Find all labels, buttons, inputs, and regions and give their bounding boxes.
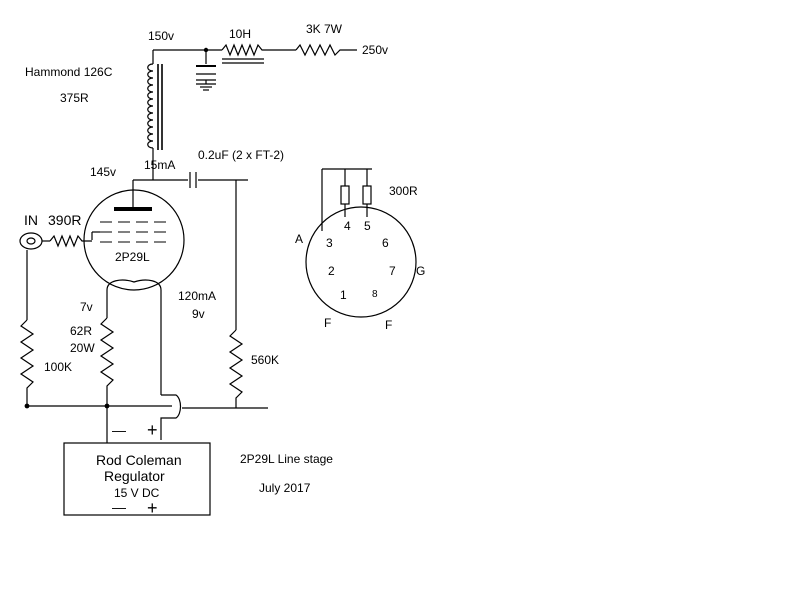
- pin-number-4: 4: [344, 219, 351, 233]
- junction-dot: [24, 403, 30, 409]
- resistor-3k-7w: [295, 43, 357, 57]
- label-b-plus-150v: 150v: [148, 29, 174, 43]
- diagram-title: 2P29L Line stage: [240, 452, 333, 466]
- resistor-100k: [19, 319, 35, 406]
- tube-filament: [106, 279, 162, 291]
- label-plate-voltage: 145v: [90, 165, 116, 179]
- resistor-560k: [228, 329, 244, 408]
- regulator-plus-top: +: [147, 420, 158, 440]
- resistor-390r: [49, 234, 92, 248]
- diagram-date: July 2017: [259, 481, 311, 495]
- label-input: IN: [24, 212, 38, 228]
- ground-symbol: [196, 83, 216, 91]
- regulator-name-line1: Rod Coleman: [96, 452, 182, 468]
- regulator-voltage: 15 V DC: [114, 486, 160, 500]
- label-dropping-res: 62R: [70, 324, 92, 338]
- tube-2p29l: [83, 189, 185, 291]
- plate-node: [132, 172, 248, 330]
- label-grid-leak: 100K: [44, 360, 72, 374]
- pin-number-2: 2: [328, 264, 335, 278]
- pin-resistor-a: [340, 185, 350, 205]
- pin-number-3: 3: [326, 236, 333, 250]
- label-choke-10h: 10H: [229, 27, 251, 41]
- label-grid-stopper: 390R: [48, 212, 81, 228]
- regulator-plus-bottom: +: [147, 498, 158, 518]
- pin-number-7: 7: [389, 264, 396, 278]
- pin-number-1: 1: [340, 288, 347, 302]
- pin-number-5: 5: [364, 219, 371, 233]
- pinout-label-filament-2: F: [385, 318, 392, 332]
- resistor-62r-20w: [99, 317, 115, 406]
- label-dropping-watt: 20W: [70, 341, 95, 355]
- regulator-name-line2: Regulator: [104, 468, 165, 484]
- plate-choke-hammond: [147, 63, 163, 180]
- regulator-minus-top: —: [112, 422, 126, 438]
- label-transformer-dcr: 375R: [60, 91, 89, 105]
- label-output-res: 560K: [251, 353, 279, 367]
- pinout-label-filament-1: F: [324, 316, 331, 330]
- label-pin-resistor: 300R: [389, 184, 418, 198]
- label-filament-voltage: 7v: [80, 300, 93, 314]
- label-tube-type: 2P29L: [115, 250, 150, 264]
- regulator-minus-bottom: —: [112, 499, 126, 515]
- label-resistor-3k-7w: 3K 7W: [306, 22, 343, 36]
- regulator-box: [63, 442, 211, 516]
- supply-rail: [152, 43, 357, 91]
- label-filament-current: 120mA: [178, 289, 216, 303]
- pinout-label-grid: G: [416, 264, 425, 278]
- ground-bus: [24, 403, 268, 443]
- label-transformer-model: Hammond 126C: [25, 65, 113, 79]
- label-plate-current: 15mA: [144, 158, 175, 172]
- label-filament-supply: 9v: [192, 307, 205, 321]
- tube-pinout-diagram: [305, 168, 417, 318]
- pin-number-6: 6: [382, 236, 389, 250]
- filament-circuit: [99, 290, 182, 440]
- label-supply-250v: 250v: [362, 43, 388, 57]
- pinout-label-anode: A: [295, 232, 303, 246]
- label-coupling-cap: 0.2uF (2 x FT-2): [198, 148, 284, 162]
- pin-resistor-b: [362, 185, 372, 205]
- choke-10h: [221, 43, 268, 57]
- input-jack: [19, 232, 92, 320]
- pin-number-8: 8: [372, 289, 378, 300]
